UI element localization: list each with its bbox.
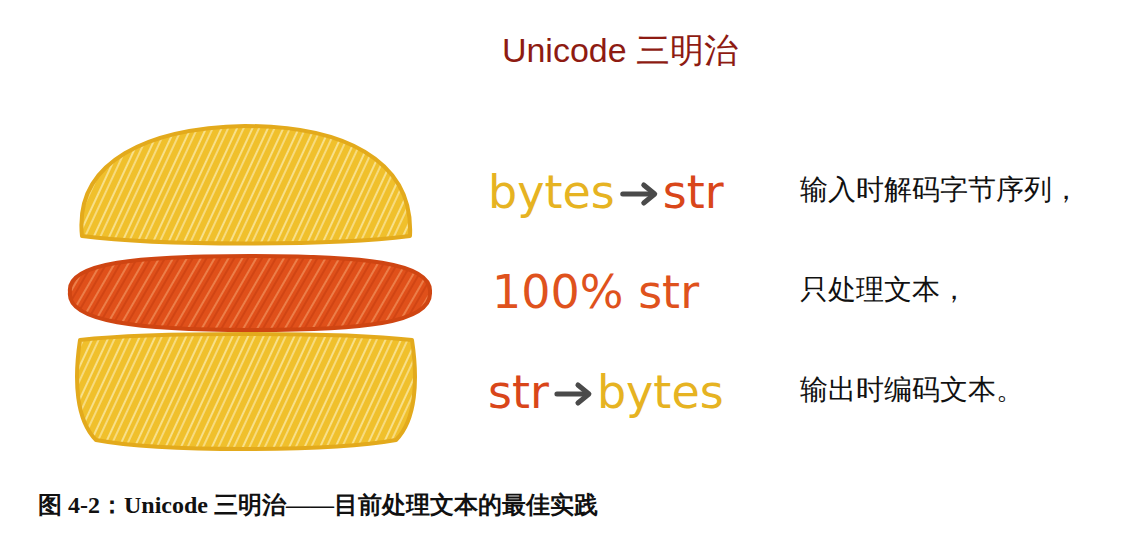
type-label: bytes xyxy=(597,367,724,417)
step-note: 输出时编码文本。 xyxy=(800,372,1024,408)
top-bun xyxy=(81,126,410,244)
arrow-shaft xyxy=(557,392,586,397)
type-label: str xyxy=(488,367,549,417)
step-note: 只处理文本， xyxy=(800,272,968,308)
type-label: 100% str xyxy=(492,267,699,317)
type-label: str xyxy=(663,167,724,217)
arrow-symbol xyxy=(623,185,655,203)
arrow-head xyxy=(578,385,589,403)
bottom-bun xyxy=(77,334,415,449)
filling xyxy=(70,256,430,330)
arrow-symbol xyxy=(557,385,589,403)
title: Unicode 三明治 xyxy=(502,30,738,70)
step-note: 输入时解码字节序列， xyxy=(800,172,1080,208)
arrow-head xyxy=(644,185,655,203)
arrow-shaft xyxy=(623,192,652,197)
caption: 图 4-2：Unicode 三明治——目前处理文本的最佳实践 xyxy=(38,489,598,521)
type-label: bytes xyxy=(488,167,615,217)
